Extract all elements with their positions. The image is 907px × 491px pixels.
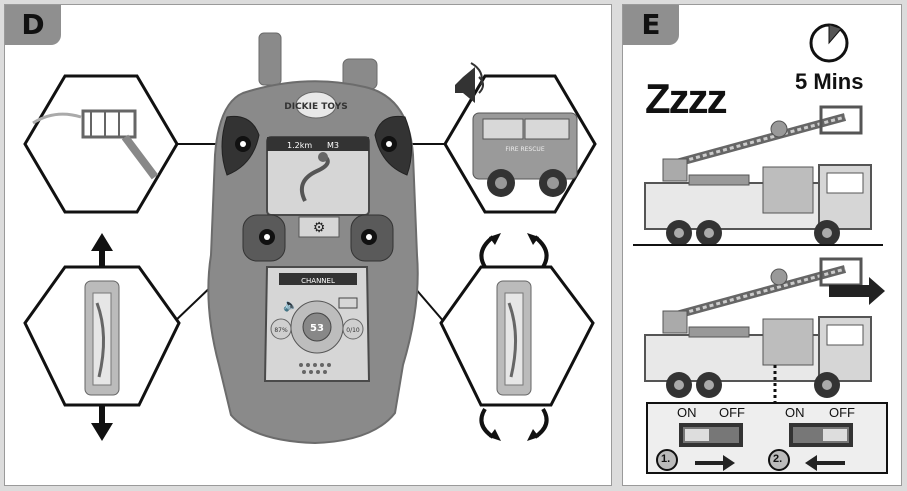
switch-2-on-label: ON — [785, 405, 805, 420]
right-dial-label: 0/10 — [346, 327, 360, 334]
panel-d: D DICKIE TOYS 1.2km M3 — [4, 4, 612, 486]
channel-label: CHANNEL — [301, 277, 335, 285]
switch-2-off-label: OFF — [829, 405, 855, 420]
screen-mode: M3 — [327, 141, 339, 150]
motion-arrow-icon — [829, 277, 885, 305]
sleep-text: Zzzz — [645, 75, 728, 122]
arrow-down-icon — [91, 405, 113, 441]
left-dial-label: 87% — [274, 327, 288, 334]
hexagon-ladder-basket — [23, 74, 179, 214]
panel-e-illustration — [633, 23, 888, 474]
truck-side-text: FIRE RESCUE — [505, 146, 544, 153]
timer-text: 5 Mins — [795, 69, 864, 94]
hexagon-fire-truck: FIRE RESCUE — [443, 62, 597, 214]
panel-e-label: E — [623, 5, 679, 45]
switch-1-off-label: OFF — [719, 405, 745, 420]
remote-brand-text: DICKIE TOYS — [284, 102, 348, 112]
screen-distance: 1.2km — [287, 141, 312, 150]
arrow-left-icon — [805, 455, 845, 471]
step-1-label: 1. — [661, 453, 671, 465]
stopwatch-icon — [809, 23, 849, 63]
channel-number: 53 — [310, 323, 324, 334]
speaker-icon: 🔈 — [283, 298, 298, 312]
rotate-arrows-bottom-icon — [527, 429, 539, 441]
sound-icon — [470, 62, 483, 86]
rotate-arrows-top-icon — [527, 233, 539, 245]
fire-truck-sleeping — [644, 105, 872, 246]
remote-control: DICKIE TOYS 1.2km M3 ⚙ CHANNEL 53 — [207, 32, 419, 445]
hexagon-ladder-tilt — [23, 233, 181, 441]
hexagon-ladder-rotate — [439, 233, 595, 441]
gear-icon: ⚙ — [313, 220, 326, 236]
panel-e: E Zzzz 5 Mins ON OFF ON OFF 1. 2. — [622, 4, 902, 486]
panel-d-label: D — [5, 5, 61, 45]
arrow-up-icon — [91, 233, 113, 267]
panel-d-illustration: DICKIE TOYS 1.2km M3 ⚙ CHANNEL 53 — [23, 32, 597, 445]
arrow-right-icon — [695, 455, 735, 471]
switch-1-on-label: ON — [677, 405, 697, 420]
fire-truck-active — [644, 257, 885, 398]
step-2-label: 2. — [773, 453, 783, 465]
